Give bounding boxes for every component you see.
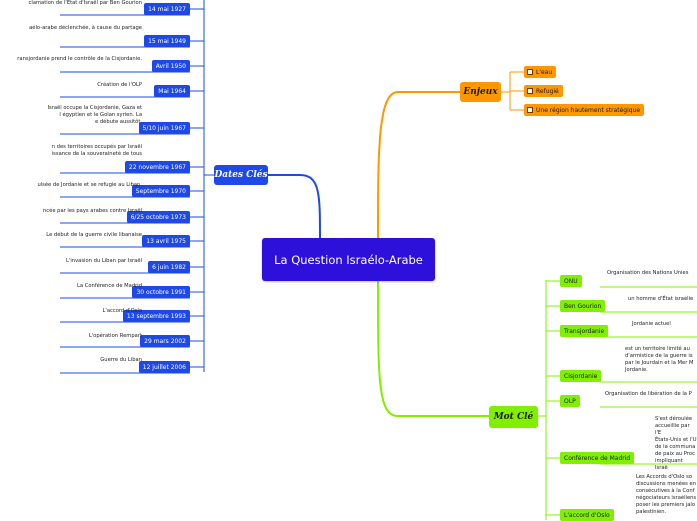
term-definition: Les Accords d'Oslo so discussions menées… [636,474,697,515]
date-badge[interactable]: 30 octobre 1991 [132,286,190,298]
checkbox-icon[interactable] [527,69,533,75]
enjeu-item[interactable]: L'eau [524,66,557,78]
enjeu-label: L'eau [536,68,553,76]
term-badge[interactable]: OLP [560,395,580,407]
date-badge[interactable]: Mai 1964 [154,85,190,97]
term-definition: un homme d'État israélie [628,296,694,302]
date-event-text: L'invasion du Liban par Israël [66,258,142,264]
term-badge[interactable]: L'accord d'Oslo [560,509,614,521]
date-badge[interactable]: 12 juillet 2006 [138,361,190,373]
date-badge[interactable]: 6 juin 1982 [148,261,190,273]
date-event-text: ncée par les pays arabes contre Israël [42,208,142,214]
checkbox-icon[interactable] [527,88,533,94]
term-definition: est un territoire limité au d'armistice … [625,346,694,373]
date-badge[interactable]: 5/10 juin 1967 [138,122,190,134]
date-badge[interactable]: 13 septembre 1993 [122,310,190,322]
date-event-text: clamation de l'État d'Israël par Ben Gou… [28,0,142,6]
term-definition: Jordanie actuel [632,321,671,327]
date-badge[interactable]: 29 mars 2002 [140,335,190,347]
date-event-text: L'accord d'Oslo [102,308,142,314]
branch-enjeux-label: Enjeux [463,87,498,97]
date-badge[interactable]: 15 mai 1949 [144,35,190,47]
enjeu-label: Une région hautement stratégique [536,106,641,114]
connector-dates-branch [268,174,321,239]
date-event-text: Israël occupe la Cisjordanie, Gaza et l … [47,105,142,125]
term-badge[interactable]: Transjordanie [560,325,609,337]
connector-mots-branch [377,280,489,417]
date-badge[interactable]: Septembre 1970 [131,185,190,197]
date-event-text: ulsée de Jordanie et se refugie au Liban… [37,182,142,188]
date-event-text: Guerre du Liban [100,357,142,363]
term-badge[interactable]: Cisjordanie [560,370,602,382]
date-badge[interactable]: 13 avril 1975 [142,235,190,247]
date-badge[interactable]: Avril 1950 [151,60,190,72]
date-badge[interactable]: 14 mai 1927 [144,3,190,15]
branch-dates-label: Dates Clés [214,170,268,180]
term-badge[interactable]: Ben Gourion [560,300,606,312]
enjeu-item[interactable]: Refugié [524,85,563,97]
date-event-text: La Conférence de Madrid [77,283,142,289]
term-badge[interactable]: ONU [560,275,582,287]
date-badge[interactable]: 6/25 octobre 1973 [126,211,190,223]
date-event-text: L'opération Rempart [88,333,142,339]
date-badge[interactable]: 22 novembre 1967 [124,161,190,173]
date-event-text: Création de l'OLP [97,82,142,88]
enjeu-item[interactable]: Une région hautement stratégique [524,104,645,116]
term-badge[interactable]: Conférence de Madrid [560,452,635,464]
branch-mot-cle[interactable]: Mot Clé [489,406,538,428]
branch-mots-label: Mot Clé [493,412,534,422]
date-event-text: ransjordanie prend le contrôle de la Cis… [17,56,142,62]
checkbox-icon[interactable] [527,107,533,113]
date-event-text: Le début de la guerre civile libanaise [46,232,142,238]
enjeu-label: Refugié [536,87,559,95]
term-definition: Organisation des Nations Unies [607,270,689,276]
date-event-text: aélo-arabe déclenchée, à cause du partag… [29,25,142,31]
central-topic[interactable]: La Question Israélo-Arabe [262,238,435,281]
date-event-text: n des territoires occupés par Israël iss… [51,144,142,157]
branch-dates-cles[interactable]: Dates Clés [214,165,268,185]
term-definition: Organisation de libération de la P [605,391,692,397]
connector-enjeux-branch [377,91,460,239]
term-definition: S'est déroulée accueillie par l'E États-… [655,416,697,471]
central-topic-title: La Question Israélo-Arabe [274,252,423,267]
branch-enjeux[interactable]: Enjeux [460,82,501,102]
